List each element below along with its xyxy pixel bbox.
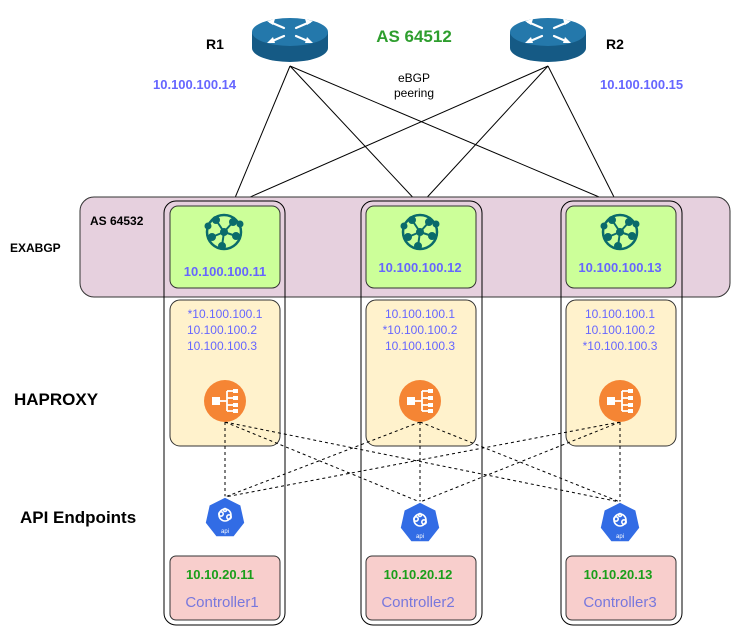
vip-3-3: *10.100.100.3 bbox=[583, 339, 658, 353]
controller-box-3 bbox=[565, 555, 677, 621]
haproxy-box-2 bbox=[365, 299, 477, 447]
controller-name-3: Controller3 bbox=[583, 594, 656, 611]
link-r1-node3 bbox=[289, 65, 619, 206]
exabgp-as-label: AS 64532 bbox=[90, 214, 144, 228]
controller-box-2 bbox=[365, 555, 477, 621]
backend-link-3-1 bbox=[224, 421, 621, 498]
controller-ip-3: 10.10.20.13 bbox=[584, 567, 653, 582]
router-ip-r1: 10.100.100.14 bbox=[153, 77, 237, 92]
exabgp-label: EXABGP bbox=[10, 241, 61, 255]
link-r1-node1 bbox=[231, 65, 291, 206]
vip-1-2: 10.100.100.2 bbox=[187, 323, 257, 337]
peering-label-line2: peering bbox=[394, 86, 434, 100]
api-icon-label-3: api bbox=[616, 534, 624, 540]
haproxy-label: HAPROXY bbox=[14, 390, 99, 409]
api-icon-label-1: api bbox=[221, 529, 229, 535]
controller-box-1 bbox=[169, 555, 281, 621]
peering-label-line1: eBGP bbox=[398, 71, 430, 85]
load-balancer-icon-3 bbox=[598, 379, 642, 423]
load-balancer-icon-2 bbox=[398, 379, 442, 423]
vip-2-3: 10.100.100.3 bbox=[385, 339, 455, 353]
controller-column-2 bbox=[360, 200, 483, 626]
router-ip-r2: 10.100.100.15 bbox=[600, 77, 683, 92]
controller-ip-2: 10.10.20.12 bbox=[384, 567, 453, 582]
api-endpoints-label: API Endpoints bbox=[20, 508, 136, 527]
controller-name-2: Controller2 bbox=[381, 594, 454, 611]
link-r1-node2 bbox=[289, 65, 421, 206]
vip-2-1: 10.100.100.1 bbox=[385, 307, 455, 321]
exabgp-ip-2: 10.100.100.12 bbox=[378, 260, 461, 275]
vip-1-3: 10.100.100.3 bbox=[187, 339, 257, 353]
exabgp-ip-3: 10.100.100.13 bbox=[578, 260, 661, 275]
vip-2-2: *10.100.100.2 bbox=[383, 323, 458, 337]
controller-column-3 bbox=[560, 200, 683, 626]
vip-3-1: 10.100.100.1 bbox=[585, 307, 655, 321]
api-icon-label-2: api bbox=[416, 534, 424, 540]
controller-column-1 bbox=[163, 200, 286, 626]
backend-link-1-3 bbox=[224, 421, 621, 503]
router-icon-r1 bbox=[250, 16, 330, 64]
link-r2-node3 bbox=[547, 65, 619, 206]
exabgp-ip-1: 10.100.100.11 bbox=[184, 264, 266, 279]
vip-1-1: *10.100.100.1 bbox=[188, 307, 263, 321]
vip-3-2: 10.100.100.2 bbox=[585, 323, 655, 337]
link-r2-node2 bbox=[419, 65, 549, 206]
controller-ip-1: 10.10.20.11 bbox=[186, 567, 254, 582]
router-icon-r2 bbox=[508, 16, 588, 64]
backend-link-2-1 bbox=[224, 421, 421, 498]
link-r2-node1 bbox=[231, 65, 549, 206]
router-name-r2: R2 bbox=[606, 36, 624, 52]
haproxy-box-3 bbox=[565, 299, 677, 447]
haproxy-backend-links bbox=[224, 421, 621, 503]
load-balancer-icon-1 bbox=[203, 379, 247, 423]
controller-name-1: Controller1 bbox=[185, 594, 258, 611]
backend-link-1-2 bbox=[224, 421, 421, 503]
router-name-r1: R1 bbox=[206, 36, 224, 52]
as-top-label: AS 64512 bbox=[376, 27, 452, 46]
ebgp-links bbox=[231, 65, 619, 206]
